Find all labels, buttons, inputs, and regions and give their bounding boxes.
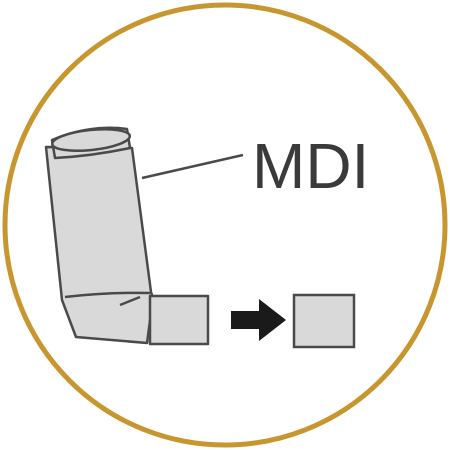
metered-dose-inhaler-icon — [44, 126, 210, 346]
inhaler-canister-opening — [50, 128, 132, 152]
inhaler-mouthpiece — [148, 294, 210, 346]
label-leader-line — [141, 153, 244, 180]
inhaler-notch — [119, 295, 141, 307]
inhaler-collar-line — [64, 291, 151, 299]
right-arrow-icon — [231, 299, 286, 341]
mdi-label: MDI — [252, 130, 369, 202]
result-square — [292, 293, 356, 349]
